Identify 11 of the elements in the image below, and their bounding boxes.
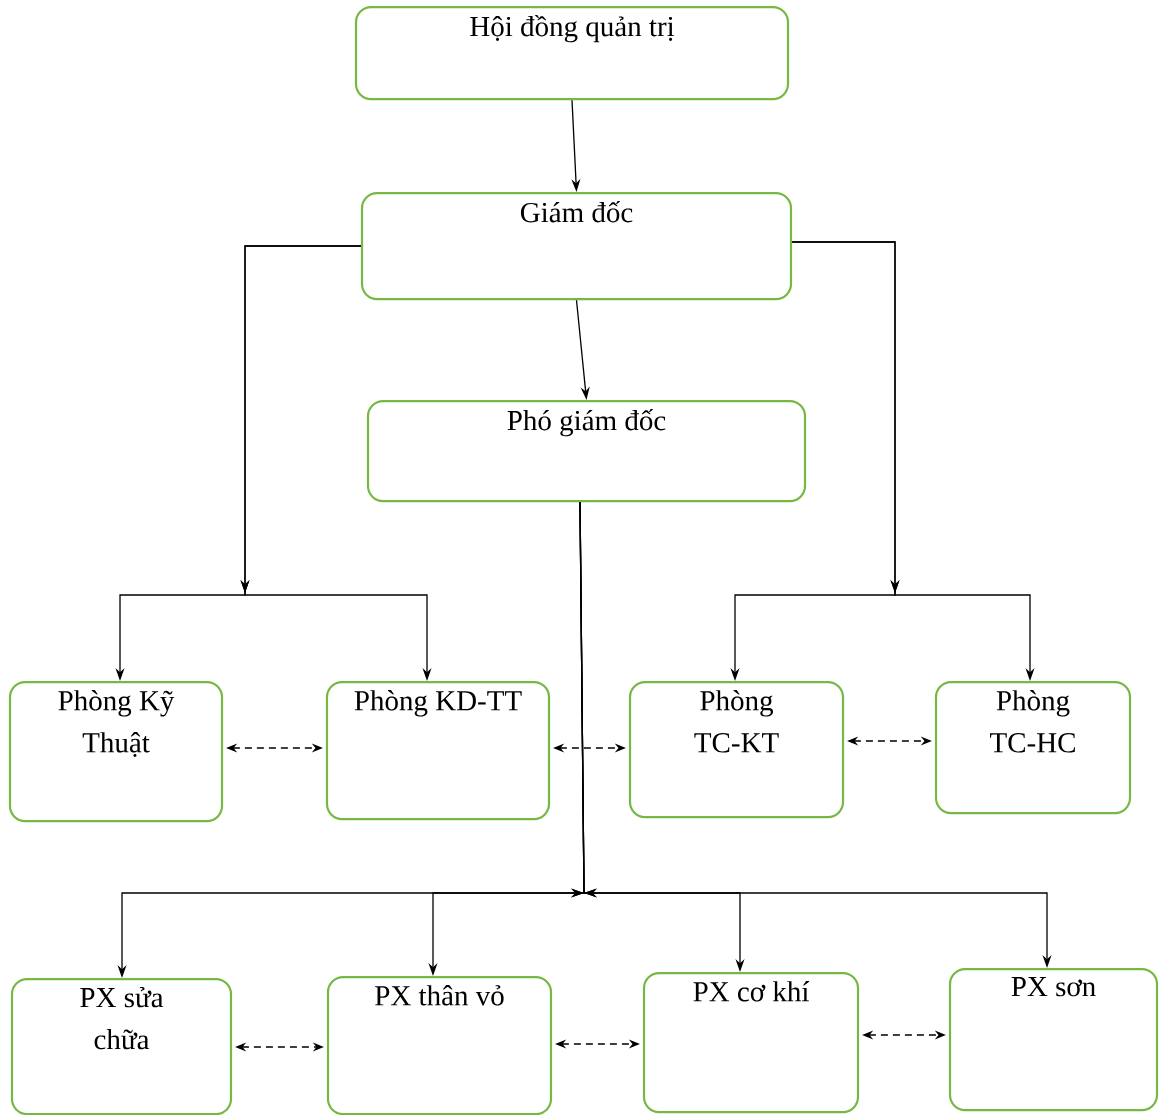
org-box: PX sửa chữa (10, 978, 233, 1115)
org-box: Phòng TC-KT (628, 681, 845, 819)
org-box: Giám đốc (360, 192, 793, 301)
org-box: Phòng Kỹ Thuật (8, 681, 224, 823)
org-box: Phòng TC-HC (934, 681, 1132, 815)
org-box: Phó giám đốc (366, 400, 807, 503)
org-box: PX cơ khí (642, 972, 860, 1114)
org-box: PX thân vỏ (326, 976, 553, 1115)
org-box: Hội đồng quản trị (354, 6, 790, 101)
org-box: Phòng KD-TT (325, 681, 551, 821)
org-box: PX sơn (948, 968, 1159, 1112)
